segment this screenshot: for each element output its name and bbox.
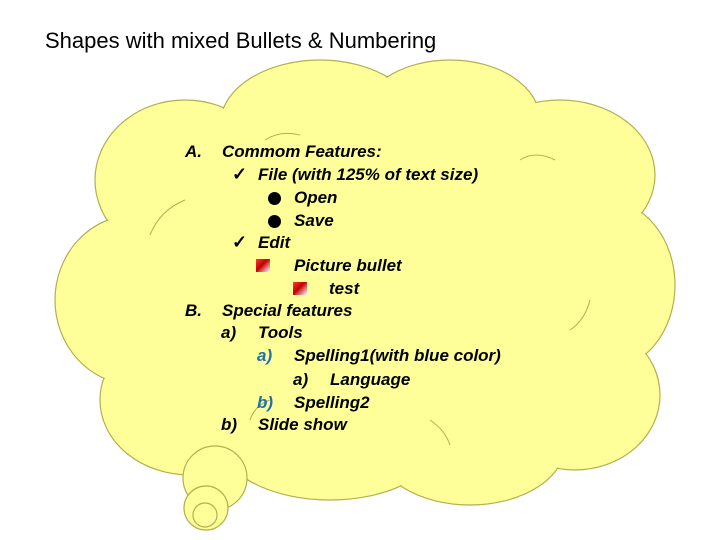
list-text: File (with 125% of text size) — [258, 165, 479, 184]
number-marker: b) — [221, 415, 238, 434]
list-text: Commom Features: — [222, 142, 382, 161]
filled-circle-icon — [268, 192, 281, 205]
list-item-a-paren-blue: a) Spelling1(with blue color) — [257, 346, 501, 366]
list-item-b-paren: b) Slide show — [221, 415, 347, 435]
picture-bullet-icon — [293, 282, 307, 295]
list-text: Edit — [258, 233, 291, 252]
number-marker: a) — [221, 323, 237, 342]
number-marker: A. — [185, 142, 202, 161]
number-marker: a) — [293, 370, 309, 389]
list-text: Spelling2 — [294, 393, 370, 412]
list-text: Save — [294, 211, 334, 230]
checkmark-icon: ✓ — [232, 164, 248, 184]
list-item-b: B. Special features — [185, 301, 352, 321]
slide-title: Shapes with mixed Bullets & Numbering — [45, 28, 437, 53]
filled-circle-icon — [268, 215, 281, 228]
number-marker: B. — [185, 301, 202, 320]
list-item-a-paren: a) Tools — [221, 323, 303, 343]
thought-bubbles — [182, 445, 248, 531]
list-text: Special features — [222, 301, 353, 320]
list-item-a-paren: a) Language — [293, 370, 410, 390]
list-text: Slide show — [258, 415, 347, 434]
number-marker: b) — [257, 393, 274, 412]
checkmark-icon: ✓ — [232, 232, 248, 252]
list-text: test — [329, 279, 360, 298]
list-item-b-paren-blue: b) Spelling2 — [257, 393, 370, 413]
number-marker: a) — [257, 346, 273, 365]
list-text: Tools — [258, 323, 303, 342]
list-text: Language — [330, 370, 411, 389]
list-item-a: A. Commom Features: — [185, 142, 382, 162]
list-text: Spelling1(with blue color) — [294, 346, 501, 365]
picture-bullet-icon — [256, 259, 270, 272]
list-text: Picture bullet — [294, 256, 402, 275]
list-text: Open — [294, 188, 338, 207]
